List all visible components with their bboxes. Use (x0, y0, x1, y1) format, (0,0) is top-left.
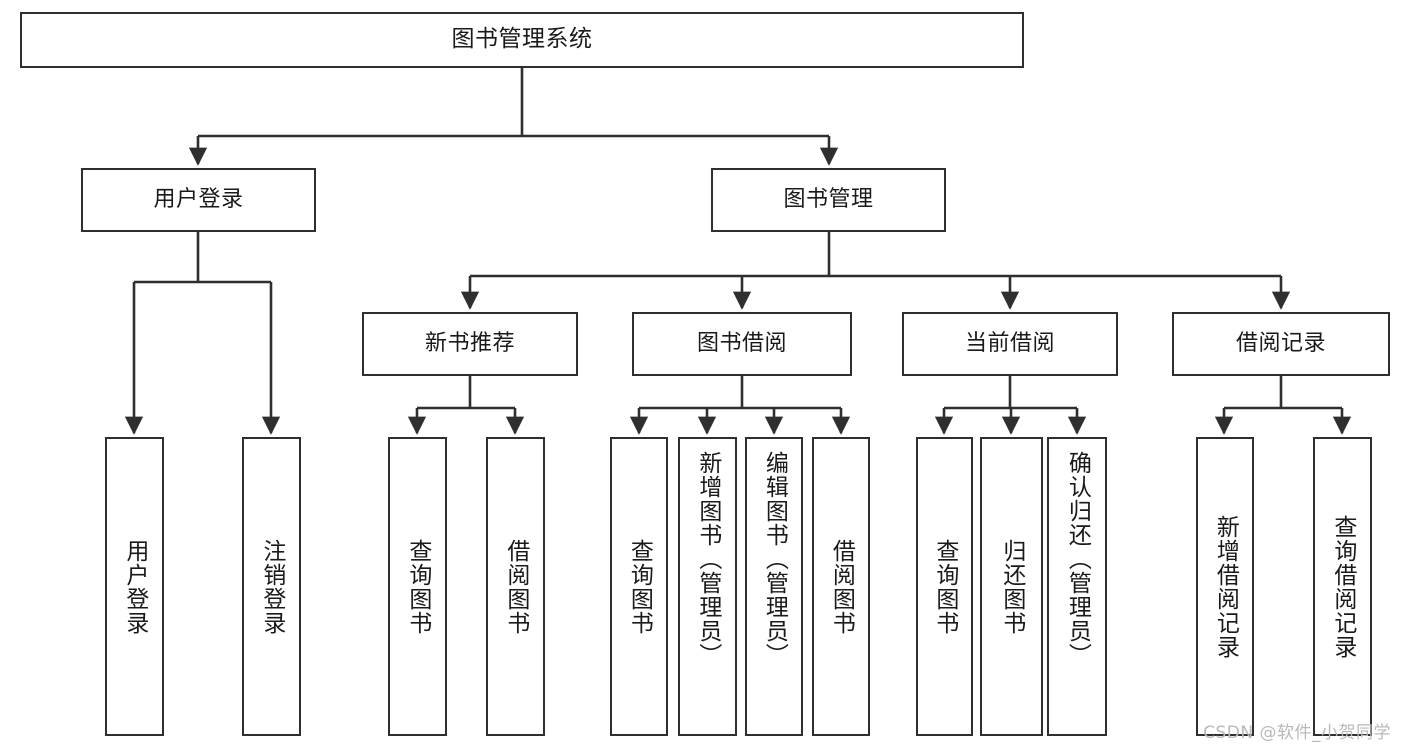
node-label: 用户登录 (153, 187, 244, 213)
leaf-bb-add-book[interactable]: 新增图书（管理员） (678, 437, 737, 736)
leaf-label: 查询借阅记录 (1329, 514, 1356, 659)
node-root-system[interactable]: 图书管理系统 (20, 12, 1024, 68)
leaf-cb-confirm-return[interactable]: 确认归还（管理员） (1047, 437, 1107, 736)
node-label: 图书借阅 (696, 331, 787, 357)
leaf-nb-borrow-book[interactable]: 借阅图书 (486, 437, 545, 736)
leaf-cb-return-book[interactable]: 归还图书 (980, 437, 1043, 736)
leaf-label: 确认归还（管理员） (1064, 451, 1091, 667)
leaf-br-add-record[interactable]: 新增借阅记录 (1196, 437, 1254, 736)
node-label: 图书管理 (783, 187, 874, 213)
node-label: 新书推荐 (424, 331, 515, 357)
leaf-logout[interactable]: 注销登录 (242, 437, 301, 736)
leaf-label: 查询图书 (626, 538, 653, 635)
node-book-borrow[interactable]: 图书借阅 (632, 312, 852, 376)
node-label: 图书管理系统 (451, 26, 593, 53)
leaf-label: 新增图书（管理员） (694, 451, 721, 667)
leaf-label: 注销登录 (258, 538, 285, 635)
node-current-borrow[interactable]: 当前借阅 (902, 312, 1118, 376)
leaf-label: 用户登录 (121, 538, 148, 635)
node-new-book-recommend[interactable]: 新书推荐 (362, 312, 578, 376)
node-label: 当前借阅 (964, 331, 1055, 357)
leaf-label: 编辑图书（管理员） (761, 451, 788, 667)
leaf-cb-query-book[interactable]: 查询图书 (916, 437, 973, 736)
leaf-user-login[interactable]: 用户登录 (105, 437, 164, 736)
leaf-label: 借阅图书 (502, 538, 529, 635)
leaf-bb-edit-book[interactable]: 编辑图书（管理员） (745, 437, 803, 736)
leaf-br-query-record[interactable]: 查询借阅记录 (1313, 437, 1372, 736)
node-user-login[interactable]: 用户登录 (81, 168, 316, 232)
leaf-nb-query-book[interactable]: 查询图书 (388, 437, 447, 736)
node-label: 借阅记录 (1235, 331, 1326, 357)
leaf-label: 归还图书 (998, 538, 1025, 635)
watermark-text: CSDN @软件_小贺同学 (1203, 723, 1391, 743)
node-book-management[interactable]: 图书管理 (711, 168, 946, 232)
leaf-bb-query-book[interactable]: 查询图书 (610, 437, 668, 736)
leaf-label: 借阅图书 (828, 538, 855, 635)
leaf-bb-borrow-book[interactable]: 借阅图书 (812, 437, 870, 736)
leaf-label: 新增借阅记录 (1212, 514, 1239, 659)
node-borrow-record[interactable]: 借阅记录 (1172, 312, 1390, 376)
leaf-label: 查询图书 (931, 538, 958, 635)
leaf-label: 查询图书 (404, 538, 431, 635)
